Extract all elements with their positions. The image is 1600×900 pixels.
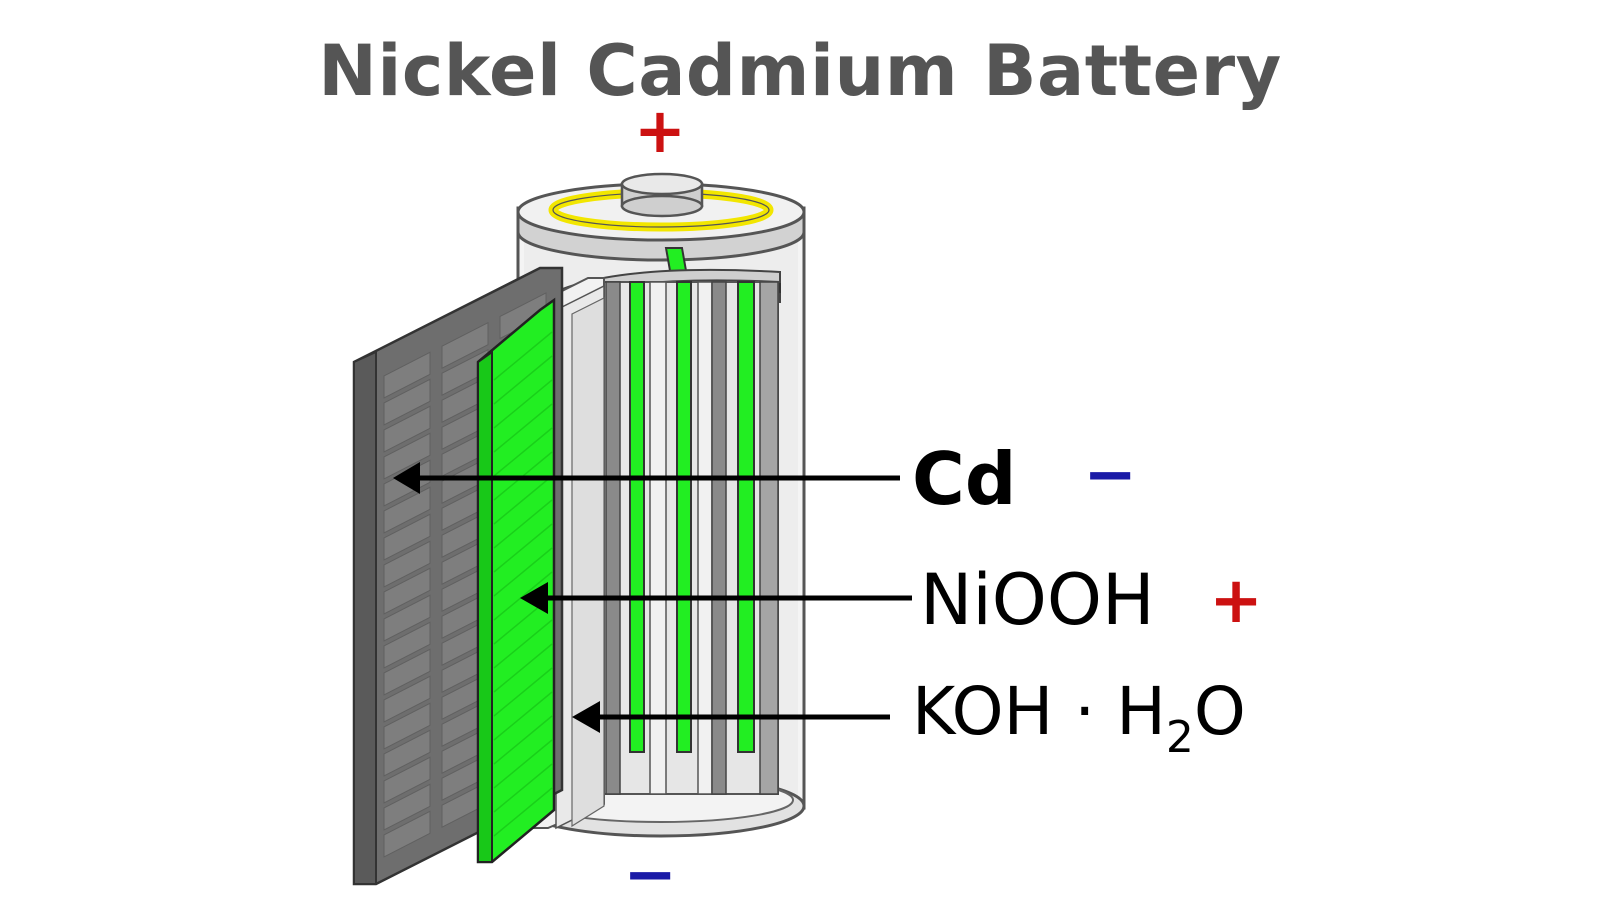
cadmium-grid-cell: [441, 321, 489, 370]
cadmium-grid-cell: [383, 648, 431, 696]
nickel-texture-line: [493, 331, 553, 381]
nickel-texture-line: [493, 427, 553, 477]
polarity-niooh: +: [1209, 564, 1263, 638]
nickel-texture-line: [493, 715, 553, 765]
polarity-cd: −: [1083, 438, 1137, 512]
label-electrolyte: KOH · H2O: [912, 673, 1246, 763]
arrow-cd: [393, 462, 900, 494]
arrow-electrolyte: [572, 701, 890, 733]
nickel-texture-line: [493, 691, 553, 741]
nickel-texture-line: [493, 571, 553, 621]
cadmium-grid-cell: [383, 513, 431, 561]
nickel-texture-line: [493, 523, 553, 573]
arrow-niooh: [520, 582, 912, 614]
battery-top-cap: [516, 172, 806, 262]
page-title: Nickel Cadmium Battery: [318, 30, 1282, 112]
cadmium-grid-cell: [383, 729, 431, 777]
nickel-texture-line: [493, 379, 553, 429]
bottom-terminal-minus: −: [623, 838, 677, 900]
electrolyte-suffix: O: [1194, 673, 1246, 750]
nickel-strip: [629, 281, 645, 753]
cadmium-grid-cell: [383, 405, 431, 453]
inner-vertical-layers: [601, 281, 779, 795]
electrolyte-subscript: 2: [1166, 712, 1194, 763]
nickel-texture-line: [493, 475, 553, 525]
electrolyte-main: KOH · H: [912, 673, 1166, 750]
cadmium-grid-cell: [383, 702, 431, 750]
nickel-strip: [737, 281, 755, 753]
nickel-texture-line: [493, 355, 553, 405]
cadmium-grid-cell: [383, 378, 431, 426]
nickel-texture-line: [493, 739, 553, 789]
nickel-plate: [476, 297, 556, 864]
nickel-texture-line: [493, 643, 553, 693]
cadmium-grid-cell: [383, 756, 431, 804]
nickel-texture-line: [493, 763, 553, 813]
cadmium-grid-cell: [383, 567, 431, 615]
cadmium-grid-cell: [383, 675, 431, 723]
nickel-texture-line: [493, 667, 553, 717]
nickel-texture-line: [493, 403, 553, 453]
label-niooh: NiOOH: [920, 559, 1155, 641]
nickel-texture-line: [493, 787, 553, 837]
nickel-texture-line: [493, 547, 553, 597]
nickel-texture-line: [493, 499, 553, 549]
label-cd: Cd: [912, 437, 1016, 521]
nickel-texture: [493, 331, 553, 837]
cadmium-grid-cell: [383, 486, 431, 534]
cadmium-grid-cell: [383, 432, 431, 480]
nickel-texture-line: [493, 619, 553, 669]
nickel-strip: [676, 281, 692, 753]
cadmium-grid-cell: [383, 594, 431, 642]
cadmium-grid-cell: [383, 621, 431, 669]
cadmium-grid-cell: [383, 351, 431, 399]
cadmium-grid-cell: [383, 783, 431, 831]
cadmium-grid-cell: [383, 810, 431, 858]
cadmium-grid-cell: [383, 540, 431, 588]
top-terminal-plus: +: [634, 94, 686, 167]
